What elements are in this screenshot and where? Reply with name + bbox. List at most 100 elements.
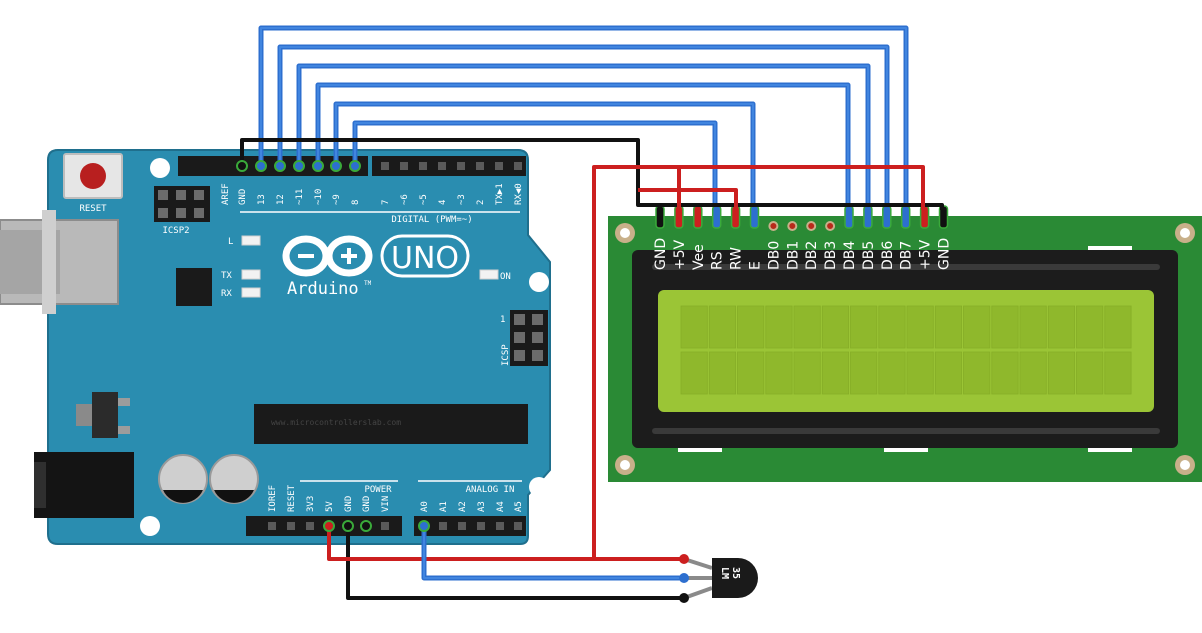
mounting-hole xyxy=(529,272,549,292)
brand-tm: TM xyxy=(364,280,372,287)
lcd-bezel-rail xyxy=(652,264,1160,270)
icsp-pin1-label: 1 xyxy=(500,315,505,325)
lcd-pin-label: RW xyxy=(729,247,745,270)
power-pin-3v3 xyxy=(306,522,314,530)
power-pin-label: 3V3 xyxy=(306,496,316,512)
sensor-pin xyxy=(679,573,689,583)
power-pin-label: VIN xyxy=(381,496,391,512)
lcd-character-cell xyxy=(708,305,736,349)
lcd-mounting-hole xyxy=(620,228,630,238)
wire-highlight xyxy=(298,65,869,206)
lcd-character-cell xyxy=(793,351,821,395)
lcd-character-cell xyxy=(765,305,793,349)
usb-port-lip xyxy=(42,210,56,314)
digital-pin-2 xyxy=(476,162,484,170)
lcd-pin-label: +5V xyxy=(672,239,688,270)
lcd-character-cell xyxy=(850,351,878,395)
wire-gnd-sensor xyxy=(346,526,684,600)
mounting-hole xyxy=(140,516,160,536)
power-pin-ioref xyxy=(268,522,276,530)
digital-pin-label: ~9 xyxy=(332,194,342,205)
lcd-character-cell xyxy=(765,351,793,395)
lcd-bezel-tab xyxy=(1088,246,1132,252)
lcd-character-cell xyxy=(1104,305,1132,349)
led-l xyxy=(241,235,261,246)
digital-pin-label: GND xyxy=(238,189,248,205)
digital-pin-label: ~5 xyxy=(419,194,429,205)
lcd-pin-db4 xyxy=(844,205,854,229)
lcd-pin-label: GND xyxy=(653,238,669,270)
analog-pin-a3 xyxy=(477,522,485,530)
lcd-pin-label: Vee xyxy=(691,244,707,270)
digital-pin-label: 7 xyxy=(381,200,391,205)
wire-highlight xyxy=(260,27,907,206)
digital-header-right xyxy=(372,156,526,176)
power-pin-label: GND xyxy=(362,496,372,512)
wire-highlight xyxy=(423,526,684,579)
wire-highlight xyxy=(354,122,716,206)
arduino-pcb xyxy=(47,149,551,545)
lcd-character-cell xyxy=(991,351,1019,395)
dc-power-jack xyxy=(34,452,134,518)
lcd-character-cell xyxy=(963,351,991,395)
digital-label: DIGITAL (PWM=~) xyxy=(391,215,472,225)
lcd-mounting-hole xyxy=(1180,460,1190,470)
mounting-hole xyxy=(529,477,549,497)
analog-pin-label: A0 xyxy=(420,501,430,512)
lcd-pin-label: DB7 xyxy=(899,241,915,270)
digital-pin-4 xyxy=(438,162,446,170)
digital-pin-label: TX▶1 xyxy=(495,183,505,205)
digital-pin-label: 4 xyxy=(438,200,448,205)
reset-button-cap[interactable] xyxy=(80,163,106,189)
wire-endpoints xyxy=(236,160,430,532)
lcd-pin-label: DB4 xyxy=(842,241,858,270)
digital-pin-label: ~10 xyxy=(314,189,324,205)
digital-pin-rx-0 xyxy=(514,162,522,170)
lcd-character-cell xyxy=(906,351,934,395)
voltage-regulator-leg xyxy=(118,426,130,434)
capacitor xyxy=(209,454,259,504)
lcd-pin-label: +5V xyxy=(918,239,934,270)
voltage-regulator-leg xyxy=(118,398,130,406)
digital-pin-7 xyxy=(381,162,389,170)
lcd-character-cell xyxy=(821,351,849,395)
lcd-character-cell xyxy=(934,305,962,349)
lcd-pin-label: DB0 xyxy=(766,241,782,270)
icsp-header xyxy=(510,310,548,366)
capacitor xyxy=(158,454,208,504)
tx-label: TX xyxy=(221,271,232,281)
analog-pin-label: A3 xyxy=(477,501,487,512)
lcd-mounting-hole xyxy=(1180,228,1190,238)
lcd-pin-row xyxy=(655,205,949,231)
lcd-pin-db6 xyxy=(882,205,892,229)
lcd-character-cell xyxy=(737,351,765,395)
analog-pin-label: A4 xyxy=(496,501,506,512)
lcd-character-cell xyxy=(680,351,708,395)
lcd-character-cell xyxy=(1076,351,1104,395)
rx-label: RX xyxy=(221,289,232,299)
power-pin-reset xyxy=(287,522,295,530)
lcd-character-cell xyxy=(963,305,991,349)
aref-label: AREF xyxy=(221,183,231,205)
lcd-pin-label: DB6 xyxy=(880,241,896,270)
lcd-pin-db3 xyxy=(825,221,836,231)
lcd-pin-label: DB3 xyxy=(823,241,839,270)
digital-pin-label: 12 xyxy=(276,194,286,205)
lcd-mounting-hole xyxy=(620,460,630,470)
brand-label: Arduino xyxy=(287,279,359,299)
lcd-character-cell xyxy=(1104,351,1132,395)
lcd-pin-db0 xyxy=(768,221,779,231)
lcd-pin-label: E xyxy=(748,261,764,270)
lcd-pin-label: GND xyxy=(937,238,953,270)
digital-pin-tx-1 xyxy=(495,162,503,170)
lcd-character-cell xyxy=(878,305,906,349)
digital-pin-label: ~6 xyxy=(400,194,410,205)
voltage-regulator xyxy=(92,392,118,438)
led-l-label: L xyxy=(228,237,233,247)
voltage-regulator-tab xyxy=(76,404,92,426)
uno-badge xyxy=(380,234,470,278)
